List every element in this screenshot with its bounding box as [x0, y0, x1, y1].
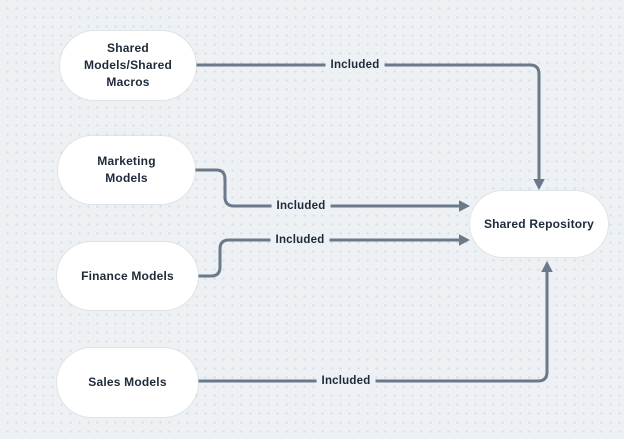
edge-label-included: Included — [325, 58, 385, 72]
edge-shared-macros-to-repository — [196, 63, 541, 180]
arrowhead-right-icon — [459, 234, 470, 246]
node-finance-models: Finance Models — [57, 242, 198, 310]
arrowhead-down-icon — [533, 179, 545, 190]
edge-marketing-to-repository — [195, 168, 461, 208]
node-label: Shared Models/Shared Macros — [84, 41, 172, 89]
edge-finance-to-repository — [198, 238, 461, 278]
edge-sales-to-repository — [198, 271, 549, 383]
node-shared-repository: Shared Repository — [470, 191, 608, 257]
node-label: Sales Models — [88, 375, 167, 389]
node-sales-models: Sales Models — [57, 348, 198, 417]
node-marketing-models: Marketing Models — [58, 136, 195, 204]
edge-label-included: Included — [271, 199, 331, 213]
node-label: Finance Models — [81, 268, 174, 283]
node-label: Marketing Models — [97, 154, 156, 185]
arrowhead-right-icon — [459, 200, 470, 212]
edge-label-included: Included — [316, 374, 376, 388]
node-label: Shared Repository — [483, 216, 595, 231]
arrowhead-up-icon — [541, 261, 553, 272]
edge-label-included: Included — [270, 233, 330, 247]
node-shared-models-shared-macros: Shared Models/Shared Macros — [60, 31, 196, 100]
